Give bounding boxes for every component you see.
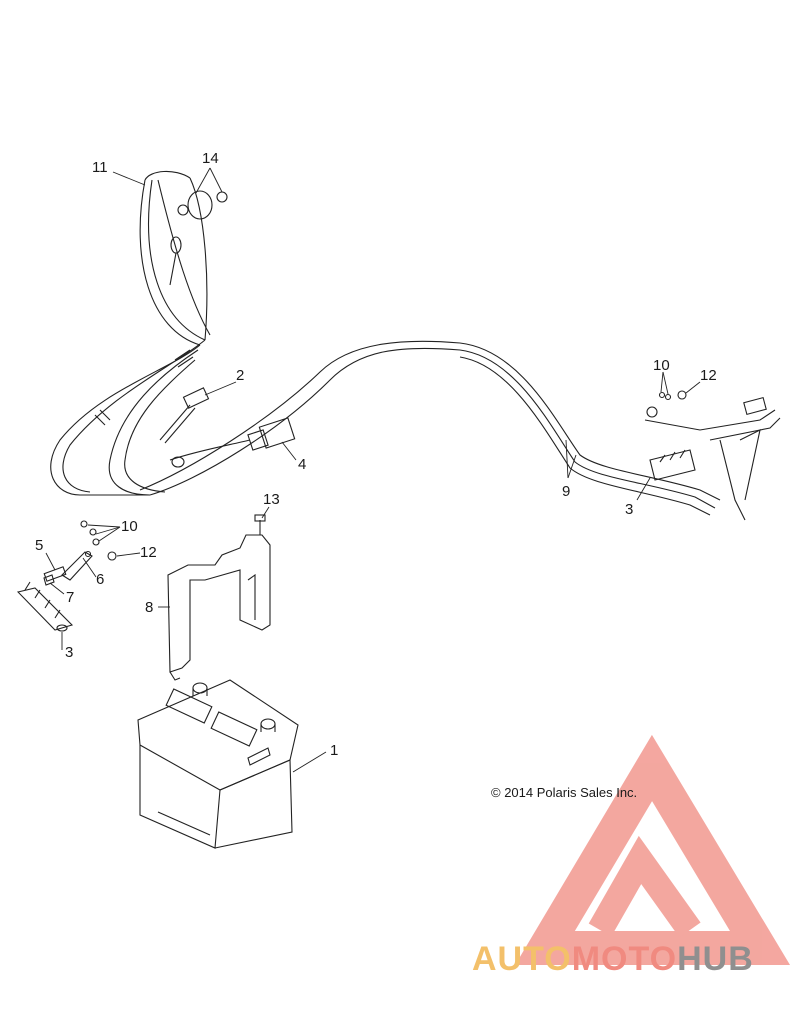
- callout-2: 2: [236, 367, 245, 384]
- solenoid-relay: [177, 190, 228, 220]
- watermark-hub: HUB: [677, 940, 754, 978]
- callout-12-right: 12: [700, 367, 717, 384]
- watermark-moto: MOTO: [571, 940, 678, 978]
- leader-lines: [45, 167, 701, 773]
- callout-5: 5: [35, 537, 44, 554]
- callout-13: 13: [263, 491, 280, 508]
- battery: [137, 679, 299, 849]
- ring-terminal: [169, 236, 182, 286]
- cable-end: [159, 387, 210, 444]
- callout-10-right: 10: [653, 357, 670, 374]
- fuse-connector: [169, 417, 296, 468]
- callout-10-left: 10: [121, 518, 138, 535]
- wiring-harness: [50, 170, 721, 516]
- callout-12-left: 12: [140, 544, 157, 561]
- callout-4: 4: [298, 456, 307, 473]
- watermark-wordmark: AUTOMOTOHUB: [472, 940, 754, 979]
- bolt-nut: [43, 566, 67, 586]
- callout-8: 8: [145, 599, 154, 616]
- callout-9: 9: [562, 483, 571, 500]
- callout-7: 7: [66, 589, 75, 606]
- callout-1: 1: [330, 742, 339, 759]
- fasteners: [80, 390, 687, 561]
- callout-14: 14: [202, 150, 219, 167]
- watermark-auto: AUTO: [472, 940, 572, 978]
- ground-bracket: [61, 550, 93, 581]
- callout-3-right: 3: [625, 501, 634, 518]
- copyright-notice: © 2014 Polaris Sales Inc.: [491, 785, 638, 800]
- battery-hold-down: [167, 534, 271, 681]
- terminal-block-left: [16, 581, 74, 632]
- watermark-logo: [515, 734, 791, 965]
- rear-bracket-assembly: [644, 396, 781, 521]
- callout-11: 11: [92, 159, 108, 176]
- callout-3-left: 3: [65, 644, 74, 661]
- callout-6: 6: [96, 571, 105, 588]
